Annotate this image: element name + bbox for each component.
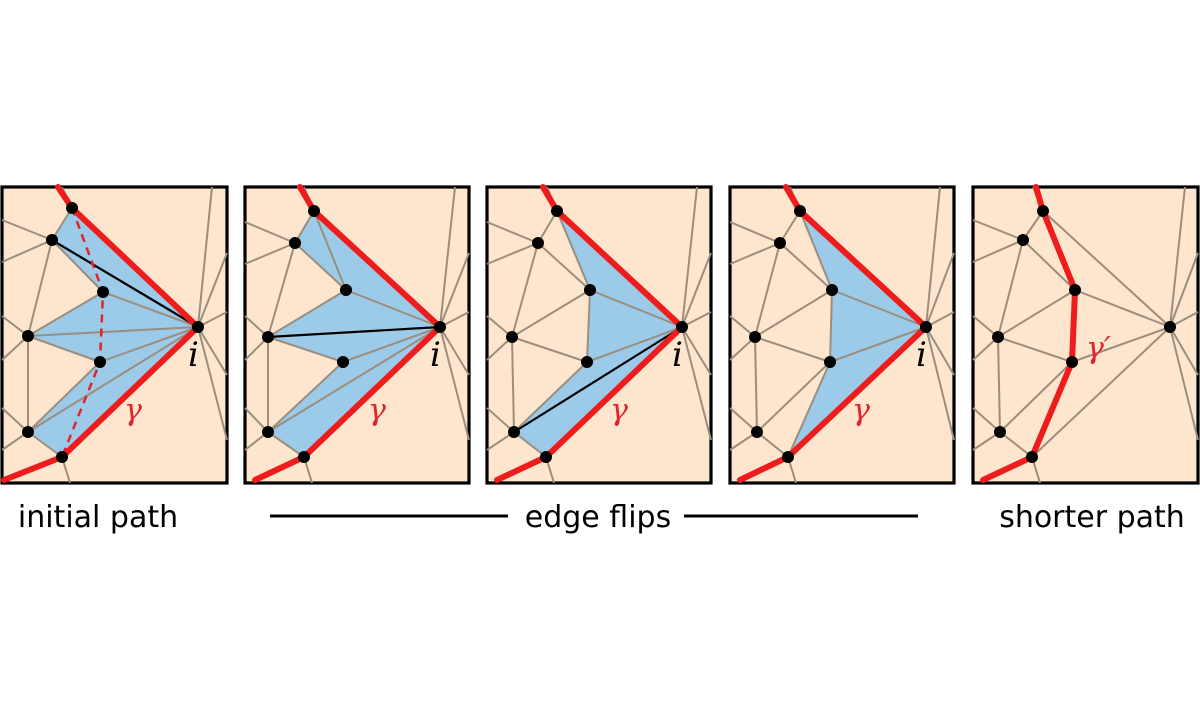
flip-edge <box>51 239 199 328</box>
mesh-edges <box>486 186 712 484</box>
mesh-vertices <box>262 205 446 463</box>
flip-edge <box>513 326 683 433</box>
mesh-vertices <box>749 205 932 463</box>
shaded-region <box>268 211 440 457</box>
path-label-gamma: γ <box>610 393 628 428</box>
panel-edge-flip-3: i γ <box>728 184 956 485</box>
panel-initial-path: i γ <box>0 184 229 485</box>
panel-edge-flip-1: i γ <box>243 184 471 485</box>
caption-initial-path: initial path <box>18 500 178 535</box>
mesh-edges <box>1 186 228 484</box>
vertex-label-i: i <box>430 335 441 375</box>
panel-shorter-path: γ′ <box>971 184 1200 485</box>
mesh-vertices <box>506 205 688 463</box>
path-label-gamma: γ <box>852 393 870 428</box>
mesh-edges <box>729 186 955 484</box>
flip-edge <box>267 325 441 339</box>
mesh-vertices <box>22 202 204 463</box>
caption-edge-flips: edge flips <box>525 500 671 535</box>
vertex-label-i: i <box>916 335 927 375</box>
caption-shorter-path: shorter path <box>999 500 1185 535</box>
shaded-region <box>788 211 926 457</box>
mesh-vertices <box>992 205 1176 463</box>
dashed-shortcut <box>60 207 105 458</box>
path-label-gamma: γ <box>124 393 142 428</box>
path-label-gamma: γ <box>368 393 386 428</box>
vertex-label-i: i <box>672 335 683 375</box>
path-label-gamma-prime: γ′ <box>1086 331 1111 366</box>
panel-edge-flip-2: i γ <box>485 184 713 485</box>
shaded-region <box>514 211 682 457</box>
vertex-label-i: i <box>188 335 199 375</box>
